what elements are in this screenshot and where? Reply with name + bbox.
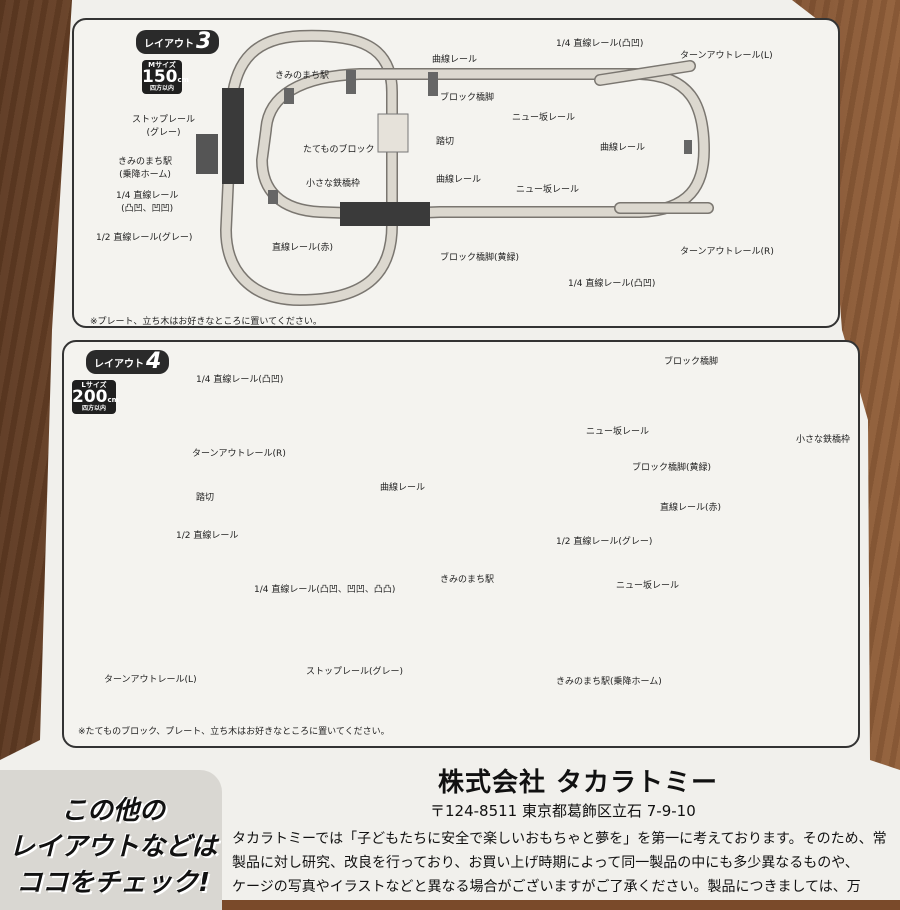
promo-box[interactable]: この他の レイアウトなどは ココをチェック! — [0, 770, 222, 910]
layout-3-station-platform — [196, 134, 218, 174]
l3-label-crossing: 踏切 — [436, 137, 455, 147]
l4-label-new-slope-bottom: ニュー坂レール — [616, 581, 680, 591]
layout-4-size-value: 200 — [72, 387, 108, 407]
l4-label-curve: 曲線レール — [380, 483, 426, 493]
l4-label-quarter-straight-multi: 1/4 直線レール(凸凹、凹凹、凸凸) — [254, 585, 396, 595]
l3-label-half-straight-gray: 1/2 直線レール(グレー) — [96, 233, 193, 243]
l3-label-new-slope-top: ニュー坂レール — [512, 113, 576, 123]
l3-label-kiminomachi-track: きみのまち駅 — [275, 71, 330, 81]
l3-label-curve-right: 曲線レール — [600, 143, 646, 153]
l3-label-curve-top: 曲線レール — [432, 55, 478, 65]
l3-label-stop-rail: ストップレール (グレー) — [132, 115, 196, 138]
layout-3-size-unit: cm — [177, 76, 189, 84]
l4-label-half-straight-gray: 1/2 直線レール(グレー) — [556, 537, 653, 547]
promo-line-3: ココをチェック! — [16, 868, 210, 898]
layout-4-size-badge: Lサイズ 200cm 四方以内 — [72, 380, 119, 414]
l3-label-new-slope-mid: ニュー坂レール — [516, 185, 580, 195]
l3-label-straight-red: 直線レール(赤) — [272, 243, 334, 253]
layout-4-size-top: Lサイズ — [81, 381, 107, 389]
body-text-line-1: タカラトミーでは「子どもたちに安全で楽しいおもちゃと夢を」を第一に考えております… — [232, 831, 887, 847]
l4-label-stop-rail: ストップレール(グレー) — [306, 667, 404, 677]
layout-4-tag-text: レイアウト — [94, 358, 144, 370]
l3-label-block-pier-top: ブロック橋脚 — [440, 93, 495, 103]
l4-label-block-pier: ブロック橋脚 — [664, 357, 719, 367]
promo-line-2: レイアウトなどは — [8, 832, 217, 862]
layout-4-tag: レイアウト 4 — [86, 349, 170, 374]
l4-note: ※たてものブロック、プレート、立ち木はお好きなところに置いてください。 — [78, 727, 390, 737]
layout-3-red-straight — [340, 202, 430, 226]
body-text-line-3: ケージの写真やイラストなどと異なる場合がございますがご了承ください。製品につきま… — [232, 879, 861, 895]
layout-3-size-bottom: 四方以内 — [149, 85, 174, 92]
l3-label-quarter-straight-bottom: 1/4 直線レール(凸凹) — [568, 279, 656, 289]
company-name: 株式会社 タカラトミー — [438, 768, 719, 798]
l3-label-block-pier-yellow: ブロック橋脚(黄緑) — [440, 253, 520, 263]
l4-label-new-slope-top: ニュー坂レール — [586, 427, 650, 437]
l4-label-station-platform: きみのまち駅(乗降ホーム) — [556, 677, 662, 687]
l3-note: ※プレート、立ち木はお好きなところに置いてください。 — [90, 317, 322, 327]
l4-label-block-pier-yellow: ブロック橋脚(黄緑) — [632, 463, 712, 473]
l4-label-crossing: 踏切 — [196, 493, 215, 503]
l3-label-quarter-straight-top: 1/4 直線レール(凸凹) — [556, 39, 644, 49]
l4-label-quarter-straight-top: 1/4 直線レール(凸凹) — [196, 375, 284, 385]
l3-label-small-bridge: 小さな鉄橋枠 — [306, 179, 361, 189]
l3-label-building-block: たてものブロック — [303, 145, 375, 155]
promo-line-1: この他の — [60, 796, 165, 826]
layout-3-tag-text: レイアウト — [144, 38, 194, 50]
l4-label-small-bridge: 小さな鉄橋枠 — [796, 435, 851, 445]
company-address: 〒124-8511 東京都葛飾区立石 7-9-10 — [430, 802, 696, 820]
l3-label-turnout-l: ターンアウトレール(L) — [680, 51, 773, 61]
layout-4-size-bottom: 四方以内 — [81, 405, 106, 412]
l3-label-station-platform: きみのまち駅 (乗降ホーム) — [118, 157, 173, 180]
l3-label-curve-mid: 曲線レール — [436, 175, 482, 185]
l4-label-turnout-l: ターンアウトレール(L) — [104, 675, 197, 685]
layout-4-size-unit: cm — [107, 396, 119, 404]
layout-3-size-value: 150 — [142, 67, 178, 87]
l4-label-turnout-r: ターンアウトレール(R) — [192, 449, 286, 459]
layout-3-tag: レイアウト 3 — [136, 29, 220, 54]
body-text-line-2: 製品に対し研究、改良を行っており、お買い上げ時期によって同一製品の中にも多少異な… — [232, 855, 859, 871]
l4-label-station: きみのまち駅 — [440, 575, 495, 585]
layout-3-size-badge: Mサイズ 150cm 四方以内 — [142, 60, 189, 94]
l3-label-turnout-r: ターンアウトレール(R) — [680, 247, 774, 257]
layout-3-stop-rail — [222, 88, 244, 184]
layout-4-panel — [62, 340, 860, 748]
l4-label-straight-red: 直線レール(赤) — [660, 503, 722, 513]
layout-3-number: 3 — [196, 29, 212, 54]
l4-label-half-straight: 1/2 直線レール — [176, 531, 239, 541]
layout-3-size-top: Mサイズ — [148, 61, 176, 69]
l3-label-quarter-straight-left: 1/4 直線レール (凸凹、凹凹) — [116, 191, 179, 214]
layout-4-number: 4 — [146, 349, 162, 374]
layout-3-crossing — [377, 113, 409, 153]
